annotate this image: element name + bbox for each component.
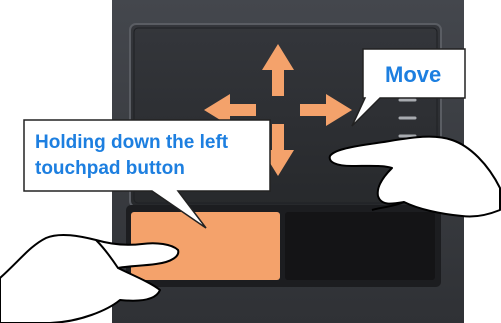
hold-label-line-2: touchpad button (35, 156, 228, 182)
hold-label-line-1: Holding down the left (35, 130, 228, 156)
right-touchpad-button[interactable] (285, 212, 435, 280)
move-label: Move (385, 62, 441, 88)
hold-label: Holding down the left touchpad button (35, 130, 228, 182)
